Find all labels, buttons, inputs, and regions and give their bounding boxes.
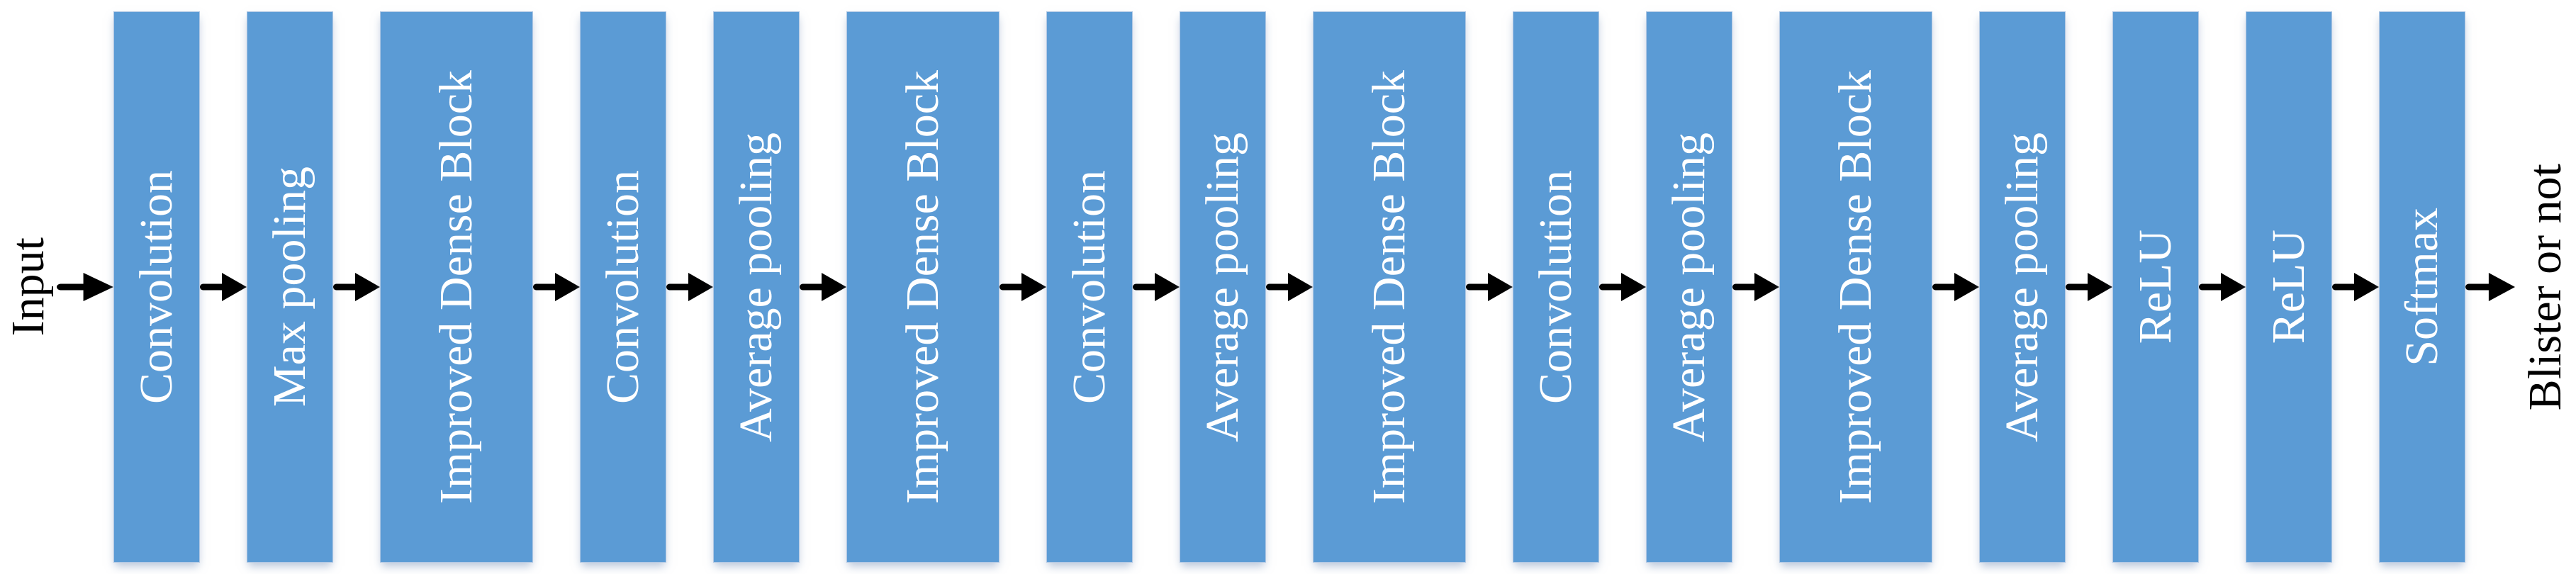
block-label: Convolution [1530,169,1581,405]
right-arrow-icon [333,273,380,301]
block-label: Average pooling [1663,132,1715,442]
block-label: Convolution [130,169,182,405]
flow-arrow [2465,271,2515,303]
pipeline-block: Convolution [113,11,200,563]
pipeline-block: Average pooling [1180,11,1266,563]
flow-arrow [1932,271,1979,303]
flow-arrow [666,271,713,303]
right-arrow-icon [533,273,580,301]
pipeline-block: Average pooling [713,11,800,563]
flow-arrow [1599,271,1646,303]
block-label: Average pooling [730,132,782,442]
flow-arrow [1466,271,1513,303]
flow-arrow [2066,271,2112,303]
flow-arrow [2199,271,2246,303]
right-arrow-icon [1466,273,1513,301]
right-arrow-icon [1932,273,1979,301]
block-label: Softmax [2396,208,2448,366]
right-arrow-icon [2465,273,2515,301]
block-label: Improved Dense Block [897,69,948,505]
right-arrow-icon [2199,273,2246,301]
right-arrow-icon [666,273,713,301]
pipeline-block: ReLU [2112,11,2199,563]
pipeline-block: Improved Dense Block [1779,11,1932,563]
right-arrow-icon [200,273,247,301]
pipeline-block: Convolution [580,11,666,563]
pipeline-block: Convolution [1046,11,1133,563]
block-label: Convolution [1063,169,1115,405]
flow-arrow [57,271,113,303]
pipeline-block: Softmax [2379,11,2465,563]
right-arrow-icon [2332,273,2379,301]
flow-arrow [2332,271,2379,303]
pipeline-block: Average pooling [1979,11,2066,563]
pipeline-block: Average pooling [1646,11,1732,563]
flow-arrow [1133,271,1180,303]
block-label: Improved Dense Block [1363,69,1415,505]
block-label: Max pooling [264,167,315,407]
right-arrow-icon [800,273,846,301]
right-arrow-icon [2066,273,2112,301]
block-label: Convolution [597,169,649,405]
input-label: Input [0,0,57,574]
right-arrow-icon [1266,273,1313,301]
flow-arrow [1266,271,1313,303]
pipeline-block: Improved Dense Block [1313,11,1466,563]
block-label: Average pooling [1996,132,2048,442]
right-arrow-icon [999,273,1046,301]
right-arrow-icon [1732,273,1779,301]
pipeline-block: Max pooling [247,11,333,563]
flow-arrow [200,271,247,303]
block-label: ReLU [2129,230,2181,344]
right-arrow-icon [57,273,113,301]
input-label-text: Input [2,237,54,337]
output-label: Blister or not [2515,0,2576,574]
block-label: ReLU [2263,230,2314,344]
flow-arrow [533,271,580,303]
flow-arrow [999,271,1046,303]
block-label: Improved Dense Block [430,69,482,505]
block-label: Average pooling [1197,132,1248,442]
flow-arrow [1732,271,1779,303]
output-label-text: Blister or not [2519,163,2571,411]
flow-arrow [800,271,846,303]
flow-arrow [333,271,380,303]
block-label: Improved Dense Block [1830,69,1881,505]
pipeline-block: Improved Dense Block [380,11,533,563]
pipeline-block: Convolution [1513,11,1599,563]
right-arrow-icon [1133,273,1180,301]
pipeline-block: ReLU [2246,11,2332,563]
right-arrow-icon [1599,273,1646,301]
pipeline-block: Improved Dense Block [846,11,999,563]
